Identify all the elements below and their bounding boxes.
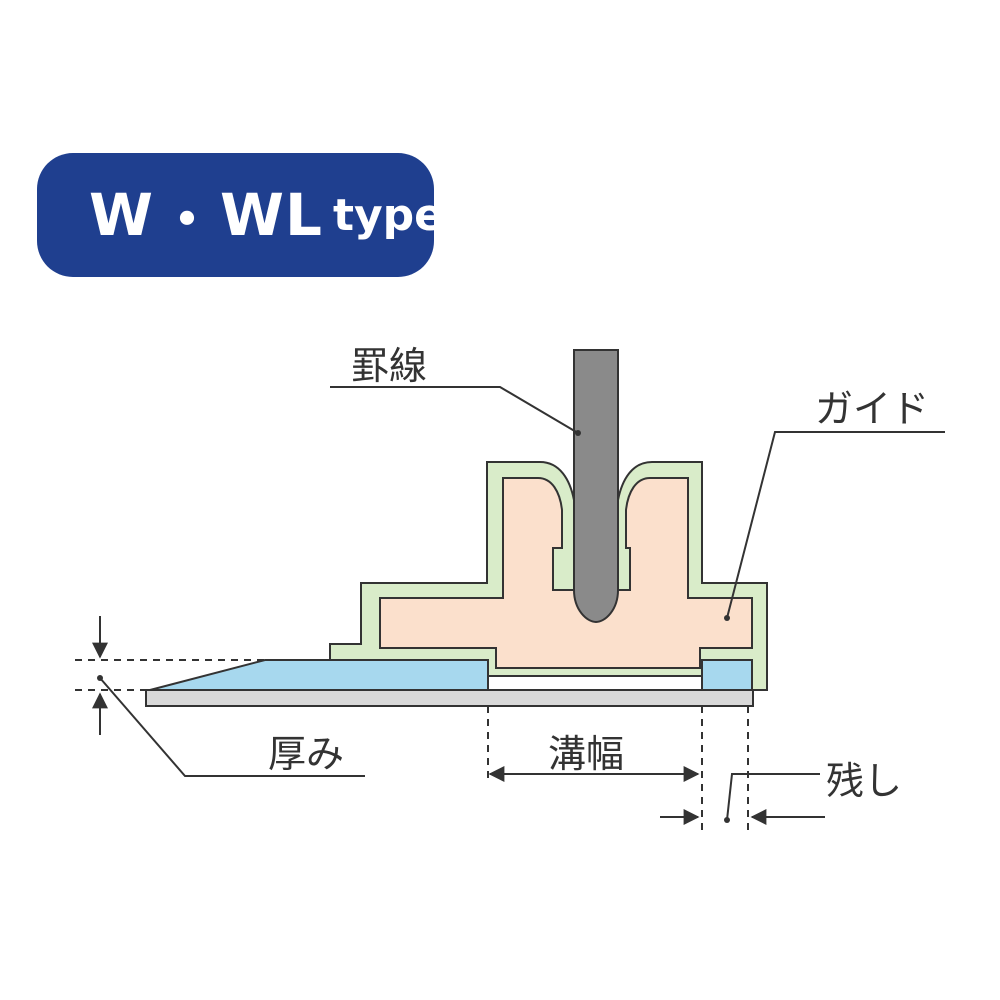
groove-width-label: 溝幅	[548, 732, 625, 776]
base-sheet	[145, 689, 754, 707]
guide-body	[379, 477, 753, 669]
thickness-leader	[99, 677, 365, 777]
type-separator: ・	[157, 186, 216, 254]
type-sub-text: WL	[220, 181, 323, 249]
type-main-text: W	[89, 181, 154, 249]
thickness-label: 厚み	[268, 732, 345, 776]
type-badge: W ・ WL type	[37, 153, 444, 277]
rule-label: 罫線	[351, 344, 428, 388]
guide-leader	[726, 431, 945, 619]
remainder-label: 残し	[826, 759, 903, 803]
rule-blade	[573, 349, 619, 624]
remainder-leader-dot	[724, 817, 730, 823]
rule-leader-dot	[575, 430, 581, 436]
rule-leader	[330, 386, 579, 434]
material-left	[149, 659, 489, 691]
type-suffix-text: type	[332, 189, 444, 241]
material-right	[701, 659, 753, 691]
guide-leader-dot	[724, 615, 730, 621]
guide-label: ガイド	[815, 387, 930, 431]
thickness-leader-dot	[97, 675, 103, 681]
remainder-leader	[726, 773, 820, 821]
